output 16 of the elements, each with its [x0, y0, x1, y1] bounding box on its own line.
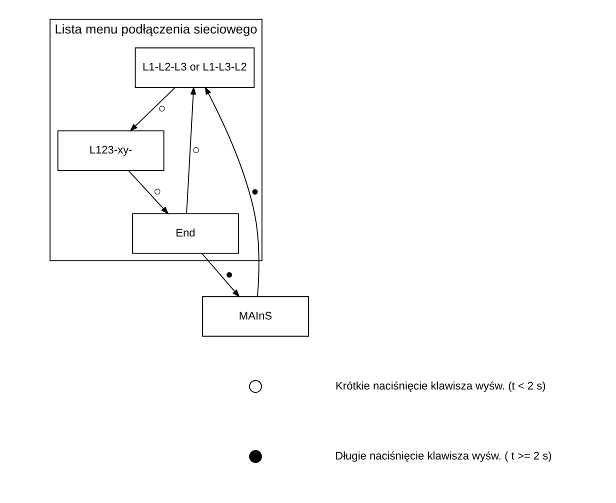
edge-label: ● [224, 266, 233, 282]
legend-label: Długie naciśnięcie klawisza wyśw. ( t >= 2 s) [334, 450, 552, 462]
node-box: End [132, 213, 238, 254]
edge-label: ○ [158, 100, 166, 116]
node-box: MAInS [202, 296, 308, 337]
legend-label: Krótkie naciśnięcie klawisza wyśw. (t < 2 s) [335, 380, 546, 392]
edge-label: ○ [192, 142, 200, 158]
arrow [186, 86, 196, 214]
edge-label: ● [250, 183, 258, 198]
node-box: L123-xy- [56, 130, 164, 171]
edge-label: ○ [153, 183, 161, 198]
arrow [128, 170, 168, 215]
arrow [204, 86, 259, 297]
arrow [201, 253, 240, 298]
node-box: L1-L2-L3 or L1-L3-L2 [134, 47, 254, 88]
arrow [129, 87, 175, 132]
